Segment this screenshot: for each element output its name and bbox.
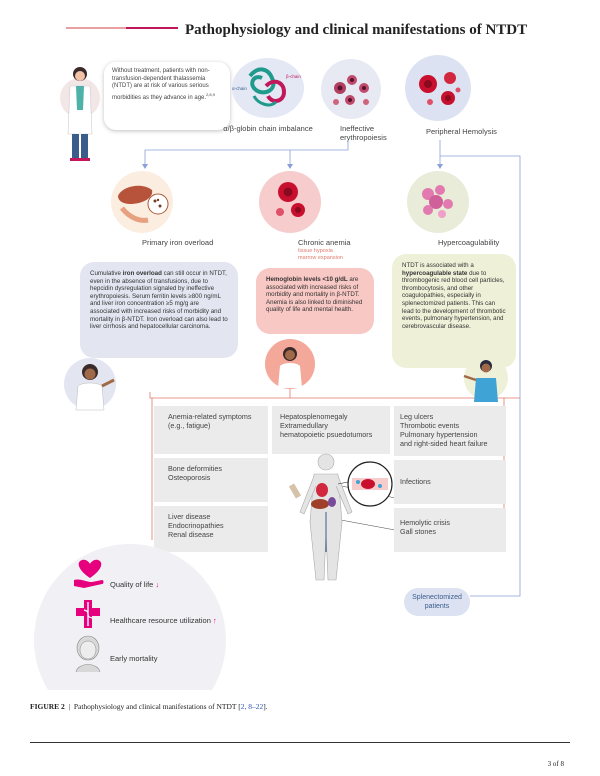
vascular-line4: and right-sided heart failure [400, 439, 488, 448]
bone-line2: Osteoporosis [168, 473, 211, 482]
hypercoag-label: Hypercoagulability [438, 238, 500, 247]
caption-label: FIGURE 2 [30, 702, 65, 711]
liver-box: Liver disease Endocrinopathies Renal dis… [154, 506, 268, 552]
liver-line3: Renal disease [168, 530, 214, 539]
splenectomized-bubble: Splenectomized patients [404, 588, 470, 616]
hemolytic-line1: Hemolytic crisis [400, 518, 450, 527]
vascular-line3: Pulmonary hypertension [400, 430, 478, 439]
legend-qol: Quality of life ↓ [110, 580, 159, 589]
hemolysis-illustration [405, 55, 471, 121]
anemia-symptoms-line1: Anemia-related symptoms [168, 412, 252, 421]
hepato-box: Hepatosplenomegaly Extramedullary hemato… [272, 406, 390, 454]
vascular-line2: Thrombotic events [400, 421, 460, 430]
caption-text: Pathophysiology and clinical manifestati… [73, 702, 241, 711]
legend-background [34, 544, 226, 690]
hemolytic-line2: Gall stones [400, 527, 436, 536]
intro-text: Without treatment, patients with non-tra… [112, 68, 210, 101]
anemia-sub2: marrow expansion [298, 255, 343, 261]
anemia-card: Hemoglobin levels <10 g/dL are associate… [256, 268, 374, 334]
erythropoiesis-illustration [321, 59, 381, 119]
liver-line1: Liver disease [168, 512, 211, 521]
woman-illustration [64, 358, 116, 411]
page-number: 3 of 8 [547, 760, 564, 768]
nurse-illustration [463, 356, 508, 402]
iron-card-bold: iron overload [122, 270, 162, 277]
anemia-label: Chronic anemia [298, 238, 351, 247]
caption-end: ]. [263, 702, 268, 711]
intro-bubble: Without treatment, patients with non-tra… [104, 62, 230, 130]
caption-refs[interactable]: 2, 8–22 [240, 702, 264, 711]
iron-card-post: can still occur in NTDT, even in the abs… [90, 270, 228, 331]
infections-box: Infections [394, 460, 506, 504]
vascular-line1: Leg ulcers [400, 412, 434, 421]
legend-hcru: Healthcare resource utilization ↑ [110, 616, 217, 625]
bone-box: Bone deformities Osteoporosis [154, 458, 268, 502]
vascular-box: Leg ulcers Thrombotic events Pulmonary h… [394, 406, 506, 456]
anemia-card-bold: Hemoglobin levels <10 g/dL [266, 276, 348, 283]
hepato-line2: Extramedullary [280, 421, 328, 430]
liver-line2: Endocrinopathies [168, 521, 224, 530]
globin-label: α/β-globin chain imbalance [223, 124, 313, 133]
infections-line1: Infections [400, 477, 431, 486]
hyper-card: NTDT is associated with a hypercoagulabl… [392, 254, 516, 368]
bone-line1: Bone deformities [168, 464, 222, 473]
iron-overload-label: Primary iron overload [142, 238, 214, 247]
alpha-chain-tag: α-chain [232, 86, 247, 91]
splenectomized-text: Splenectomized patients [412, 594, 462, 610]
caption-sep: | [68, 702, 71, 711]
beta-chain-tag: β-chain [286, 74, 301, 79]
hepato-line3: hematopoietic psuedotumors [280, 430, 373, 439]
patient-illustration [265, 339, 315, 389]
legend-qol-text: Quality of life [110, 580, 154, 589]
body-illustration [288, 453, 393, 581]
figure-caption: FIGURE 2 | Pathophysiology and clinical … [30, 702, 268, 711]
iron-card-pre: Cumulative [90, 270, 123, 277]
title-decoration [66, 27, 178, 29]
hypercoag-illustration [407, 171, 469, 233]
legend-hcru-text: Healthcare resource utilization [110, 616, 211, 625]
hyper-card-pre: NTDT is associated with a [402, 262, 474, 269]
arrow-up-icon: ↑ [212, 616, 217, 625]
figure-title: Pathophysiology and clinical manifestati… [185, 22, 528, 38]
legend-mortality: Early mortality [110, 654, 158, 663]
hyper-card-bold: hypercoagulable state [402, 269, 468, 277]
anemia-card-post: are associated with increased risks of m… [266, 276, 363, 314]
anemia-sub1: tissue hypoxia [298, 248, 333, 254]
hemolysis-label: Peripheral Hemolysis [426, 127, 497, 136]
heart-hand-icon [74, 559, 104, 588]
anemia-illustration [259, 171, 321, 233]
anemia-symptoms-box: Anemia-related symptoms (e.g., fatigue) [154, 406, 268, 454]
iron-card: Cumulative iron overload can still occur… [80, 262, 238, 358]
medical-symbol-icon [76, 600, 100, 628]
hemolytic-box: Hemolytic crisis Gall stones [394, 508, 506, 552]
footer-rule [30, 742, 570, 743]
hyper-card-post: due to thrombogenic red blood cell parti… [402, 269, 506, 330]
intro-refs: 2,8,9 [206, 91, 215, 97]
arrow-down-icon: ↓ [155, 580, 160, 589]
elderly-face-icon [75, 635, 101, 672]
globin-illustration: α-chain β-chain [232, 58, 304, 118]
hepato-line1: Hepatosplenomegaly [280, 412, 348, 421]
doctor-illustration [60, 67, 100, 161]
erythropoiesis-label: Ineffective erythropoiesis [340, 124, 387, 142]
liver-illustration [111, 171, 173, 233]
anemia-symptoms-line2: (e.g., fatigue) [168, 421, 211, 430]
